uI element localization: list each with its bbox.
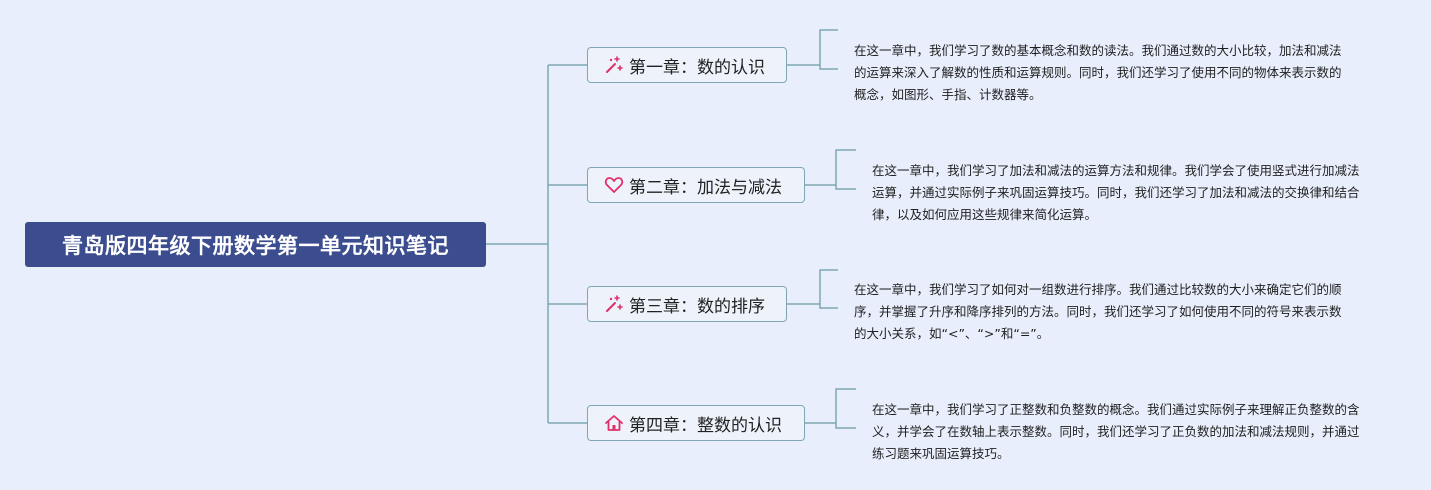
magic-wand-icon [604, 55, 624, 75]
chapter-note-1: 在这一章中，我们学习了数的基本概念和数的读法。我们通过数的大小比较，加法和减法的… [854, 43, 1342, 102]
chapter-note-2: 在这一章中，我们学习了加法和减法的运算方法和规律。我们学会了使用竖式进行加减法运… [872, 163, 1360, 222]
root-title: 青岛版四年级下册数学第一单元知识笔记 [62, 233, 449, 258]
chapter-node-1[interactable]: 第一章：数的认识 [587, 47, 787, 83]
chapter-title: 第二章：加法与减法 [629, 177, 782, 198]
chapter-node-3[interactable]: 第三章：数的排序 [587, 286, 787, 322]
chapter-title: 第三章：数的排序 [629, 296, 765, 317]
home-icon [604, 413, 624, 433]
chapter-title: 第四章：整数的认识 [629, 415, 782, 436]
chapter-note-4: 在这一章中，我们学习了正整数和负整数的概念。我们通过实际例子来理解正负整数的含义… [872, 402, 1360, 461]
chapter-node-4[interactable]: 第四章：整数的认识 [587, 405, 805, 441]
chapter-node-2[interactable]: 第二章：加法与减法 [587, 167, 805, 203]
root-topic[interactable]: 青岛版四年级下册数学第一单元知识笔记 [25, 222, 486, 267]
chapter-title: 第一章：数的认识 [629, 57, 765, 78]
heart-icon [604, 175, 624, 195]
chapter-note-3: 在这一章中，我们学习了如何对一组数进行排序。我们通过比较数的大小来确定它们的顺序… [854, 282, 1342, 341]
magic-wand-icon [604, 294, 624, 314]
